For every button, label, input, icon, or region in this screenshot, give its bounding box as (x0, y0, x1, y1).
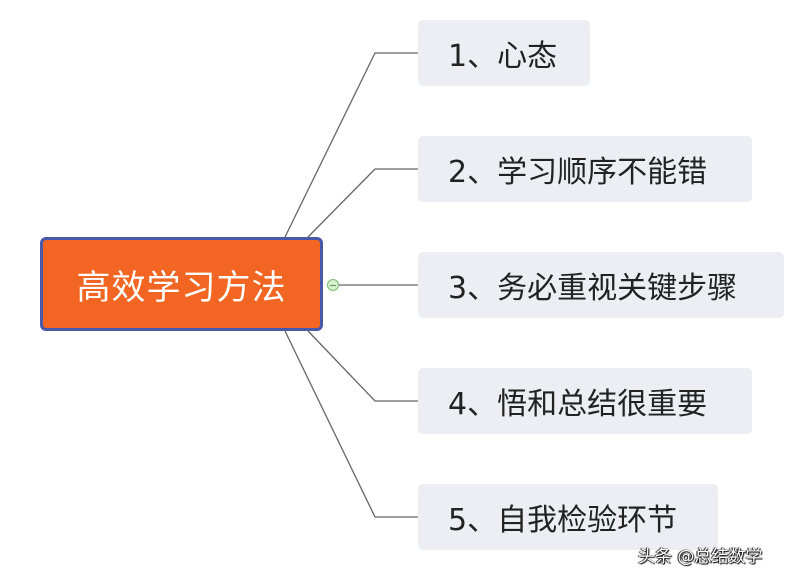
connector-5 (284, 330, 418, 518)
connector-4 (307, 330, 418, 402)
watermark: 头条 @总结数学 (638, 547, 763, 567)
collapse-toggle-icon[interactable] (327, 279, 339, 291)
subtopic-1[interactable]: 1、心态 (418, 20, 590, 86)
root-topic[interactable]: 高效学习方法 (40, 237, 323, 331)
connector-2 (307, 168, 418, 238)
subtopic-5[interactable]: 5、自我检验环节 (418, 484, 718, 550)
subtopic-2[interactable]: 2、学习顺序不能错 (418, 136, 752, 202)
subtopic-3[interactable]: 3、务必重视关键步骤 (418, 252, 784, 318)
subtopic-4[interactable]: 4、悟和总结很重要 (418, 368, 752, 434)
connector-1 (284, 52, 418, 238)
